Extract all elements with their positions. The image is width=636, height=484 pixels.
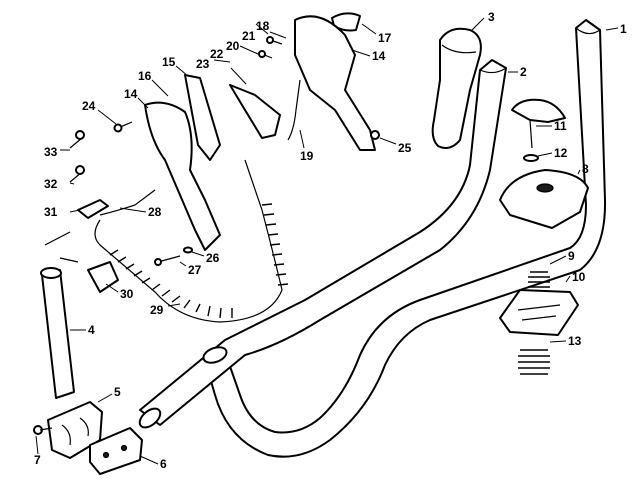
callout-28: 28	[148, 205, 162, 219]
stop-switch	[44, 231, 119, 293]
screw-20	[258, 50, 273, 59]
callout-30: 30	[120, 287, 134, 301]
callout-7: 7	[34, 453, 41, 467]
callout-14-left: 14	[124, 87, 138, 101]
callout-16: 16	[138, 69, 152, 83]
callout-22: 22	[210, 47, 224, 61]
callout-23: 23	[196, 57, 210, 71]
clamp-upper-half	[89, 427, 143, 475]
spring-upper	[528, 271, 550, 293]
callout-25: 25	[398, 141, 412, 155]
leader-lines	[35, 17, 619, 465]
handlebar-tube-right	[204, 19, 607, 458]
star-knob	[511, 98, 566, 162]
callout-1: 1	[620, 22, 627, 36]
callout-3: 3	[488, 10, 495, 24]
callout-26: 26	[206, 251, 220, 265]
switch-bracket	[77, 199, 109, 219]
callout-32: 32	[44, 177, 58, 191]
callout-10: 10	[572, 270, 586, 284]
callout-12: 12	[554, 146, 568, 160]
callout-4: 4	[88, 323, 95, 337]
screw-21	[266, 36, 283, 45]
throttle-wire	[287, 79, 301, 141]
grip-sleeve	[431, 27, 482, 149]
screw-33	[69, 130, 85, 149]
callout-13: 13	[568, 334, 582, 348]
callout-17: 17	[378, 31, 392, 45]
screw-27	[154, 255, 181, 266]
screw-32	[69, 165, 85, 183]
handlebar-tube-left	[138, 59, 507, 429]
screw-24	[113, 121, 133, 133]
callout-19: 19	[300, 149, 314, 163]
callout-24: 24	[82, 99, 96, 113]
spring-lower	[518, 349, 550, 375]
callout-15: 15	[162, 55, 176, 69]
callout-14-right: 14	[372, 49, 386, 63]
callout-5: 5	[114, 385, 121, 399]
callout-6: 6	[160, 457, 167, 471]
handle-housing-right	[294, 15, 376, 151]
callout-31: 31	[44, 205, 58, 219]
washer-26	[183, 246, 193, 254]
callout-8: 8	[582, 162, 589, 176]
callout-2: 2	[520, 65, 527, 79]
clamp-screw	[33, 425, 53, 435]
throttle-cable	[94, 159, 289, 323]
clamp-housing	[499, 169, 589, 229]
trigger-lockout	[229, 84, 281, 139]
callout-20: 20	[226, 39, 240, 53]
callout-18: 18	[256, 19, 270, 33]
callout-11: 11	[554, 119, 567, 133]
handle-housing-left	[144, 101, 221, 251]
callout-21: 21	[242, 29, 256, 43]
callout-27: 27	[188, 263, 202, 277]
clamp-base	[499, 289, 579, 336]
callout-9: 9	[568, 249, 575, 263]
support-tube	[40, 267, 75, 399]
callout-33: 33	[44, 145, 58, 159]
throttle-trigger	[184, 74, 221, 161]
callout-29: 29	[150, 303, 164, 317]
screw-25	[370, 130, 380, 140]
